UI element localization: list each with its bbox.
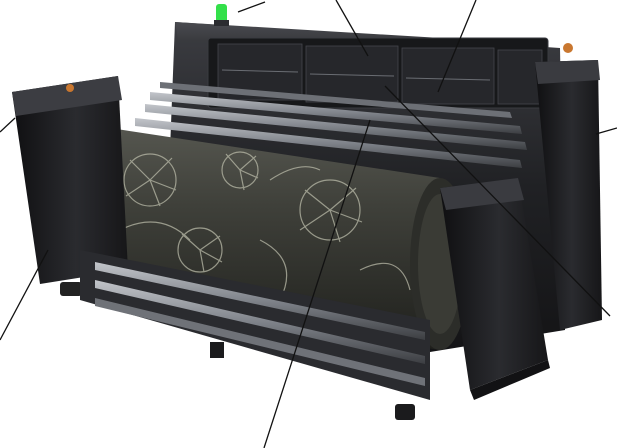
leader-line-print-head xyxy=(335,0,369,57)
leader-line-right-rear xyxy=(595,127,617,135)
leader-line-roller xyxy=(263,119,371,448)
indicator-light-orange-left xyxy=(66,84,74,92)
leader-line-carriage xyxy=(437,0,477,93)
leader-line-base xyxy=(0,249,49,341)
guide-rollers xyxy=(135,82,527,168)
left-unwind-unit xyxy=(12,76,128,296)
base-frame xyxy=(80,250,430,420)
leader-line-right-front xyxy=(384,85,611,317)
leader-line-left-unit xyxy=(0,117,16,133)
leader-line-status-light xyxy=(237,1,266,13)
right-rear-side-panel xyxy=(535,43,602,330)
right-front-takeup-unit xyxy=(440,178,550,400)
indicator-light-orange xyxy=(563,43,573,53)
status-light xyxy=(214,4,229,26)
